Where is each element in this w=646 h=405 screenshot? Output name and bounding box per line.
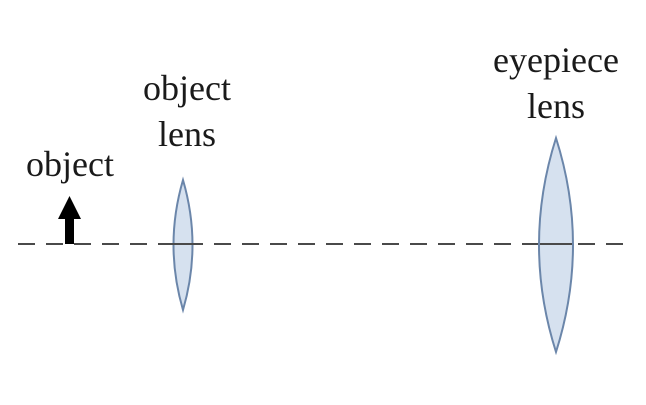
eyepiece-label-line2: lens (527, 86, 585, 126)
objective-label-line1: object (143, 68, 231, 108)
object-label: object (26, 144, 114, 184)
objective-label-line2: lens (158, 114, 216, 154)
eyepiece-label-line1: eyepiece (493, 40, 619, 80)
object-arrow (58, 196, 81, 244)
